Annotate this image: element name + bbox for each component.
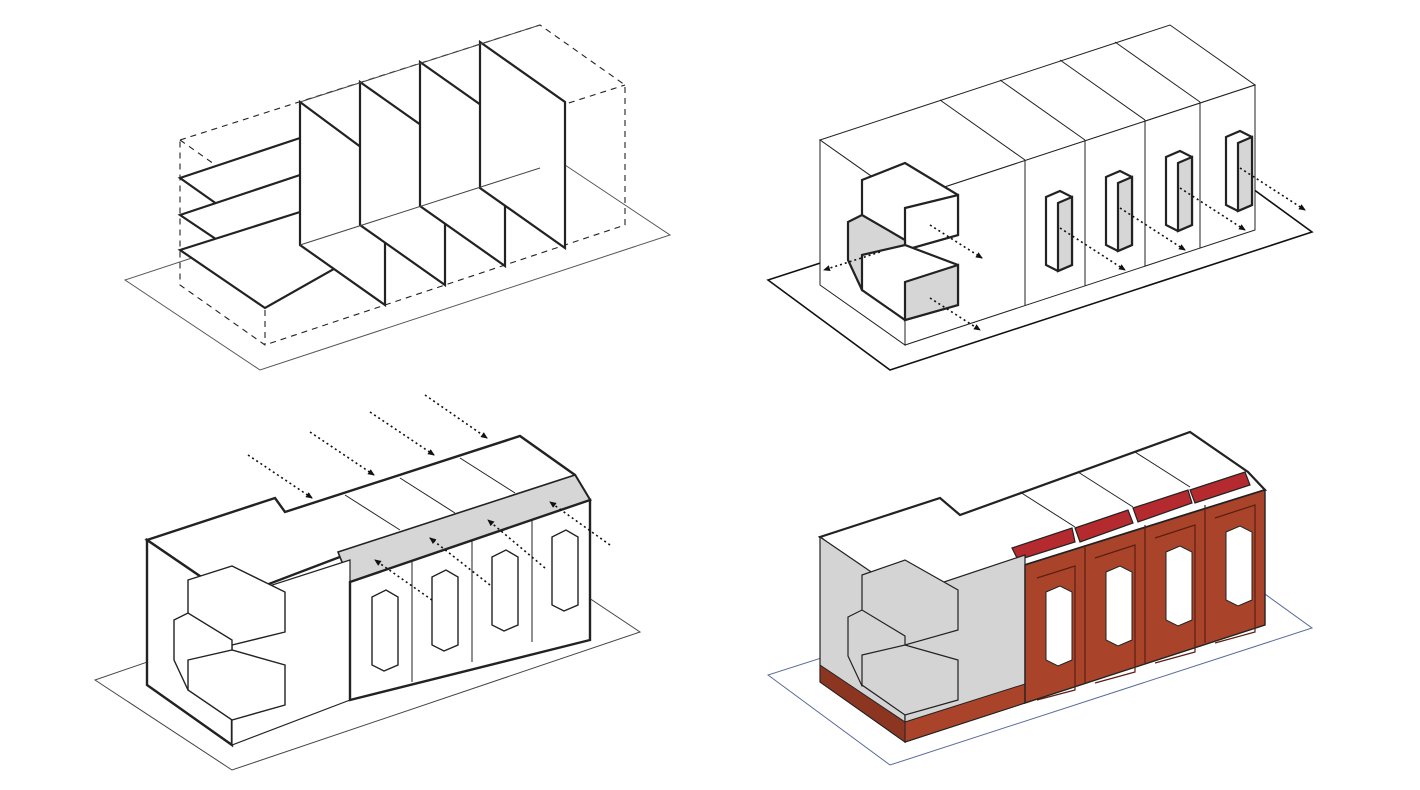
red-parapets: [1011, 471, 1251, 561]
window-bars: [1045, 525, 1253, 667]
window-bars: [371, 529, 579, 672]
panel-framework: [123, 24, 672, 371]
window-bars: [1044, 129, 1254, 273]
wall-partitions: [298, 39, 567, 308]
side-facade: [348, 498, 592, 702]
sunlight-arrows: [247, 394, 611, 601]
stacked-volumes: [173, 565, 286, 721]
stacked-volumes: [847, 559, 959, 716]
view-arrows: [823, 167, 1306, 331]
panel-volumes: [766, 24, 1314, 371]
panel-materials: [766, 430, 1314, 766]
panel-daylight: [93, 394, 642, 771]
